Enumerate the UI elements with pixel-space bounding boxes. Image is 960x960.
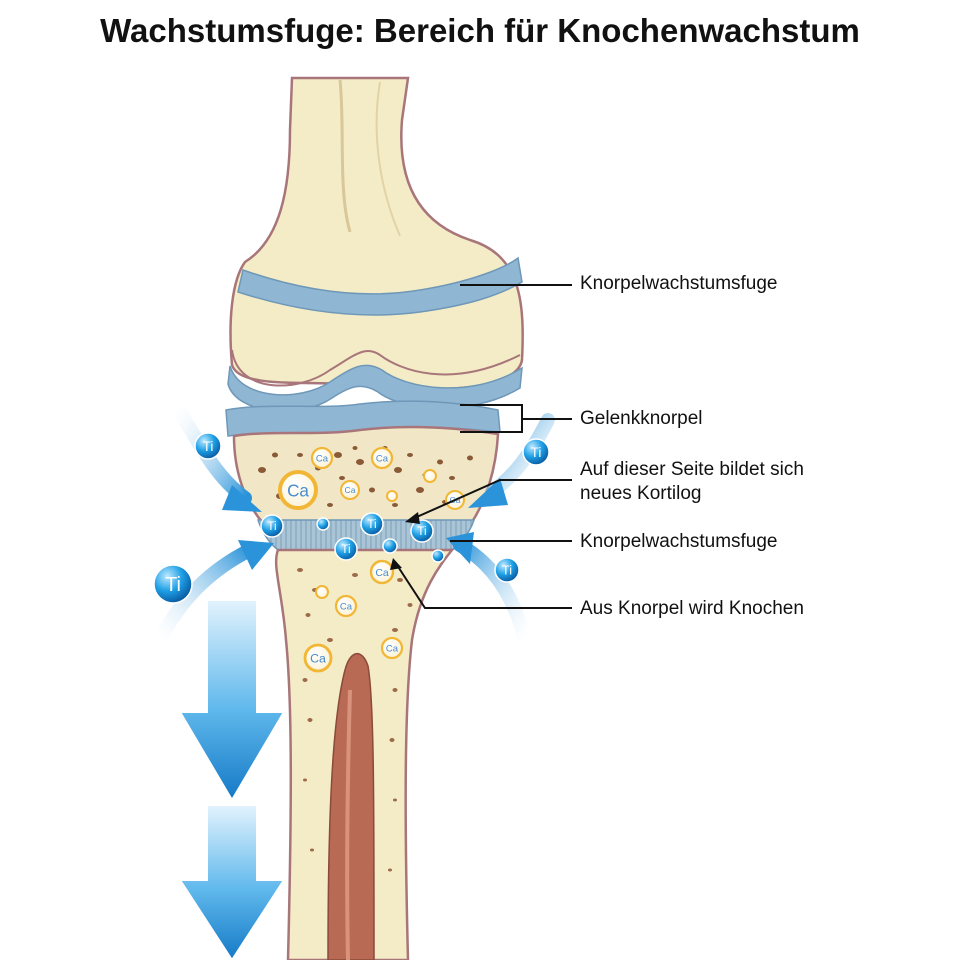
calcium-ion-label: Ca: [345, 485, 356, 495]
titanium-ion-icon: Ti: [522, 438, 550, 466]
titanium-ion-icon: [382, 538, 398, 554]
titanium-ion-label: Ti: [267, 521, 276, 533]
growth-direction-arrows: [178, 599, 286, 960]
titanium-ion-label: Ti: [531, 445, 542, 460]
calcium-ion-icon: Ca: [380, 636, 404, 660]
calcium-ion-icon: Ca: [303, 643, 333, 673]
calcium-ion-icon: Ca: [310, 446, 334, 470]
titanium-ion-icon: Ti: [494, 557, 520, 583]
growth-arrow-upper: [178, 599, 286, 802]
cortical-bone-texture: [297, 568, 413, 872]
calcium-ion-icon: Ca: [278, 470, 318, 510]
titanium-ion-label: Ti: [417, 526, 426, 538]
marrow-cavity: [327, 653, 375, 960]
calcium-ion-icon: Ca: [370, 446, 394, 470]
leader-arrowheads: [390, 512, 420, 570]
titanium-ion-label: Ti: [203, 439, 214, 454]
titanium-ion-label: Ti: [341, 544, 350, 556]
calcium-ion-label: Ca: [310, 652, 326, 666]
titanium-ion-icon: Ti: [360, 512, 384, 536]
titanium-ion-label: Ti: [165, 574, 181, 596]
calcium-ion-label: Ca: [375, 568, 389, 579]
label-neues-kortilog-line1: Auf dieser Seite bildet sich: [580, 459, 804, 480]
leader-neues-kortilog: [409, 479, 572, 521]
calcium-ion-label: Ca: [340, 602, 353, 613]
ion-flow-arrows: [153, 401, 555, 647]
femur: [227, 76, 524, 412]
label-neues-kortilog-line2: neues Kortilog: [580, 483, 702, 504]
calcium-ion-icon: Ca: [340, 480, 360, 500]
calcium-ion-label: Ca: [386, 644, 399, 655]
calcium-ion-icon: Ca: [369, 559, 395, 585]
calcium-ion-icon: [315, 585, 329, 599]
label-knorpelwachstumsfuge-bottom: Knorpelwachstumsfuge: [580, 531, 778, 552]
calcium-ion-icon: [423, 469, 437, 483]
titanium-ion-icon: Ti: [153, 564, 193, 604]
label-knorpelwachstumsfuge-top: Knorpelwachstumsfuge: [580, 273, 778, 294]
calcium-ion-label: Ca: [376, 454, 389, 465]
calcium-ion-icon: [386, 490, 398, 502]
leader-lines: [394, 284, 572, 609]
titanium-ion-icon: Ti: [194, 432, 222, 460]
femur-growth-plate: [237, 256, 523, 316]
label-neues-kortilog: Auf dieser Seite bildet sich neues Korti…: [580, 458, 804, 506]
calcium-ion-label: Ca: [287, 481, 309, 500]
titanium-ion-label: Ti: [367, 519, 376, 531]
femur-articular-cartilage: [227, 364, 523, 412]
calcium-ion-label: Ca: [316, 454, 329, 465]
label-aus-knorpel-wird-knochen: Aus Knorpel wird Knochen: [580, 598, 804, 619]
titanium-ion-icon: Ti: [410, 519, 434, 543]
tibia: [225, 400, 501, 960]
calcium-ion-icon: Ca: [334, 594, 358, 618]
titanium-ion-label: Ti: [502, 564, 512, 578]
label-gelenkknorpel: Gelenkknorpel: [580, 408, 703, 429]
growth-arrow-lower: [178, 804, 286, 960]
titanium-ion-icon: [431, 549, 445, 563]
leader-aus-knorpel: [394, 561, 572, 609]
titanium-ion-icon: Ti: [260, 514, 284, 538]
titanium-ion-icon: Ti: [334, 537, 358, 561]
page-title: Wachstumsfuge: Bereich für Knochenwachst…: [100, 12, 860, 49]
titanium-ion-icon: [316, 517, 330, 531]
